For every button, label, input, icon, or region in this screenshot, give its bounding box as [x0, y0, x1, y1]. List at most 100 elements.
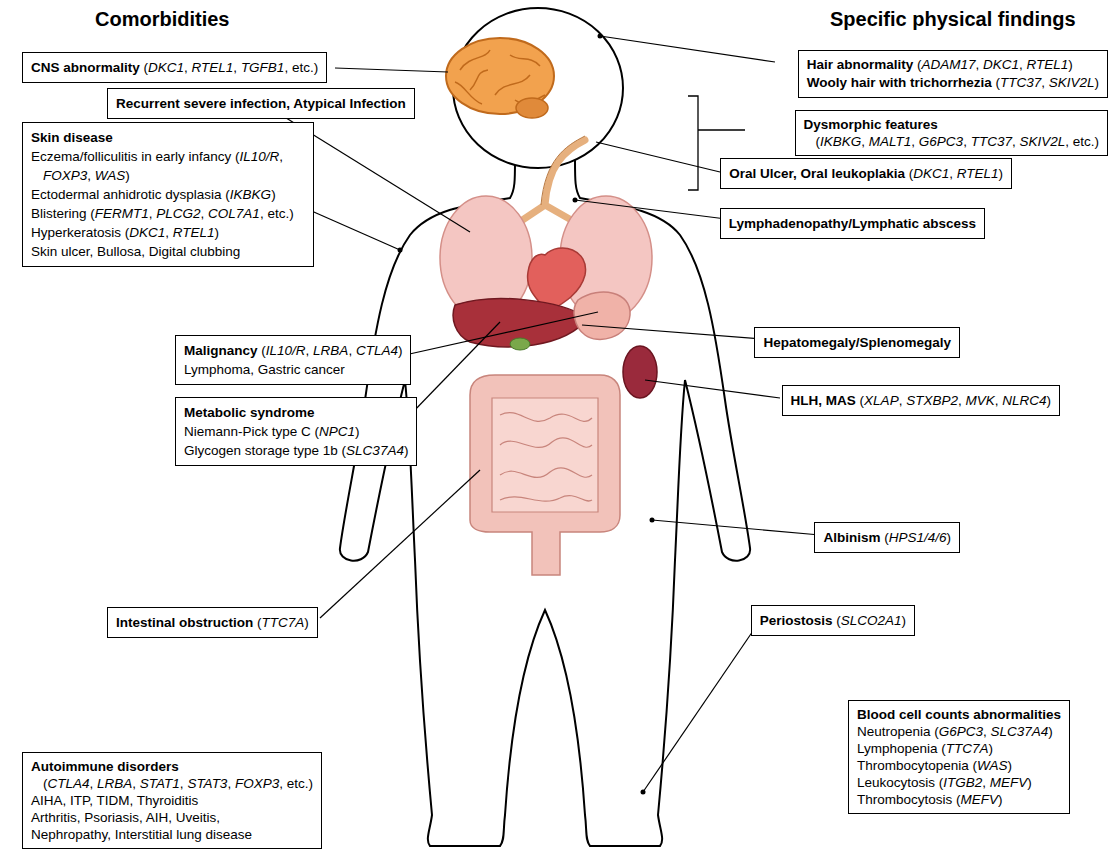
leader-line: [410, 322, 500, 415]
leader-line: [643, 628, 755, 792]
finding-box: CNS abnormality (DKC1, RTEL1, TGFB1, etc.…: [22, 52, 327, 83]
gene-name: IKBKG: [820, 134, 861, 149]
finding-heading: CNS abnormality: [31, 60, 140, 75]
gene-name: STXBP2: [906, 393, 958, 408]
finding-heading: Metabolic syndrome: [184, 405, 315, 420]
gene-name: ADAM17: [921, 57, 975, 72]
leader-line: [652, 520, 820, 535]
body-outline: [340, 160, 750, 846]
finding-detail: Lymphopenia (TTC7A): [857, 741, 993, 756]
gene-name: STAT1: [140, 776, 180, 791]
gallbladder: [510, 338, 530, 350]
finding-detail: Niemann-Pick type C (NPC1): [184, 424, 360, 439]
text-line: Skin disease: [31, 128, 305, 147]
text-line: Blood cell counts abnormalities: [857, 706, 1061, 723]
spleen: [623, 346, 657, 398]
gene-name: FERMT1: [95, 206, 149, 221]
gene-name: RTEL1: [192, 60, 234, 75]
finding-box: Malignancy(IL10/R, LRBA, CTLA4) Lymphoma,…: [175, 335, 411, 385]
text-line: Blistering (FERMT1, PLCG2, COL7A1, etc.): [31, 204, 305, 223]
finding-box: Intestinal obstruction(TTC7A): [107, 607, 318, 638]
gene-name: MVK: [965, 393, 994, 408]
leader-line: [645, 380, 780, 398]
finding-box: Blood cell counts abnormalitiesNeutropen…: [848, 700, 1070, 814]
finding-detail: (TTC37, SKIV2L): [995, 75, 1099, 90]
gene-name: SLCO2A1: [841, 613, 902, 628]
gene-name: PLCG2: [156, 206, 200, 221]
gene-name: HPS1/4/6: [889, 530, 947, 545]
gene-name: XLAP: [864, 393, 899, 408]
leader-line: [600, 36, 775, 62]
text-line: Oral Ulcer, Oral leukoplakia(DKC1, RTEL1…: [729, 164, 1003, 183]
finding-heading: Recurrent severe infection, Atypical Inf…: [116, 96, 406, 111]
finding-detail: (DKC1, RTEL1, TGFB1, etc.): [144, 60, 319, 75]
text-line: Hair abnormality(ADAM17, DKC1, RTEL1): [807, 56, 1099, 74]
text-line: HLH, MAS(XLAP, STXBP2, MVK, NLRC4): [791, 391, 1051, 410]
text-line: Thrombocytopenia (WAS): [857, 757, 1061, 774]
text-line: Lymphopenia (TTC7A): [857, 740, 1061, 757]
gene-name: FOXP3: [235, 776, 279, 791]
gene-name: WAS: [95, 168, 126, 183]
text-line: Glycogen storage type 1b (SLC37A4): [184, 441, 408, 460]
gene-name: RTEL1: [957, 166, 999, 181]
gene-name: IL10/R: [240, 149, 280, 164]
finding-detail: (XLAP, STXBP2, MVK, NLRC4): [860, 393, 1051, 408]
finding-heading: Wooly hair with trichorrhezia: [807, 75, 992, 90]
large-intestine: [470, 375, 620, 575]
gene-name: G6PC3: [939, 724, 983, 739]
finding-box: Albinism (HPS1/4/6): [814, 522, 960, 553]
gene-name: WAS: [977, 758, 1008, 773]
leader-dot: [641, 790, 646, 795]
text-line: Periostosis(SLCO2A1): [760, 611, 906, 630]
finding-box: Recurrent severe infection, Atypical Inf…: [107, 88, 415, 119]
leader-line: [335, 68, 448, 72]
finding-heading: Albinism: [823, 530, 880, 545]
finding-detail: (TTC7A): [257, 615, 309, 630]
finding-heading: Skin disease: [31, 130, 113, 145]
gene-name: MALT1: [869, 134, 912, 149]
text-line: Ectodermal anhidrotic dysplasia (IKBKG): [31, 185, 305, 204]
finding-detail: Eczema/folliculitis in early infancy (IL…: [31, 149, 283, 183]
finding-box: Hair abnormality(ADAM17, DKC1, RTEL1)Woo…: [798, 50, 1108, 98]
finding-detail: Blistering (FERMT1, PLCG2, COL7A1, etc.): [31, 206, 294, 221]
finding-heading: Periostosis: [760, 613, 833, 628]
finding-heading: Dysmorphic features: [804, 117, 938, 132]
finding-detail: AIHA, ITP, TIDM, Thyroiditis: [31, 793, 198, 808]
trachea-edge: [541, 136, 585, 205]
finding-box: Lymphadenopathy/Lymphatic abscess: [720, 208, 985, 239]
finding-box: Hepatomegaly/Splenomegaly: [754, 327, 960, 358]
text-line: Lymphoma, Gastric cancer: [184, 360, 402, 379]
finding-detail: (DKC1, RTEL1): [909, 166, 1003, 181]
gene-name: TTC37: [971, 134, 1012, 149]
gene-name: IL10/R: [266, 343, 306, 358]
leader-line: [582, 325, 775, 340]
finding-detail: Skin ulcer, Bullosa, Digital clubbing: [31, 244, 240, 259]
gene-name: ITGB2: [943, 775, 982, 790]
small-intestine: [492, 398, 598, 512]
finding-detail: (IL10/R, LRBA, CTLA4): [261, 343, 402, 358]
finding-box: Metabolic syndromeNiemann-Pick type C (N…: [175, 397, 417, 466]
finding-box: Oral Ulcer, Oral leukoplakia(DKC1, RTEL1…: [720, 158, 1012, 189]
gene-name: IKBKG: [230, 187, 271, 202]
text-line: Arthritis, Psoriasis, AIH, Uveitis, Neph…: [31, 809, 301, 843]
finding-detail: Neutropenia (G6PC3, SLC37A4): [857, 724, 1053, 739]
text-line: Niemann-Pick type C (NPC1): [184, 422, 408, 441]
gene-name: TGFB1: [241, 60, 285, 75]
leader-dot: [598, 34, 603, 39]
column-heading: Comorbidities: [95, 8, 229, 31]
text-line: CNS abnormality (DKC1, RTEL1, TGFB1, etc.…: [31, 58, 318, 77]
leader-dot: [573, 198, 578, 203]
gene-name: MEFV: [990, 775, 1028, 790]
column-heading: Specific physical findings: [830, 8, 1076, 31]
gene-name: SLC37A4: [346, 443, 404, 458]
gene-name: MEFV: [960, 792, 998, 807]
finding-heading: Malignancy: [184, 343, 258, 358]
leader-dots: [398, 34, 655, 795]
finding-box: HLH, MAS(XLAP, STXBP2, MVK, NLRC4): [782, 385, 1060, 416]
finding-heading: Hepatomegaly/Splenomegaly: [763, 335, 951, 350]
finding-detail: (HPS1/4/6): [884, 530, 951, 545]
gene-name: COL7A1: [208, 206, 260, 221]
text-line: Recurrent severe infection, Atypical Inf…: [116, 94, 406, 113]
gene-name: CTLA4: [356, 343, 398, 358]
text-line: Eczema/folliculitis in early infancy (IL…: [31, 147, 305, 185]
